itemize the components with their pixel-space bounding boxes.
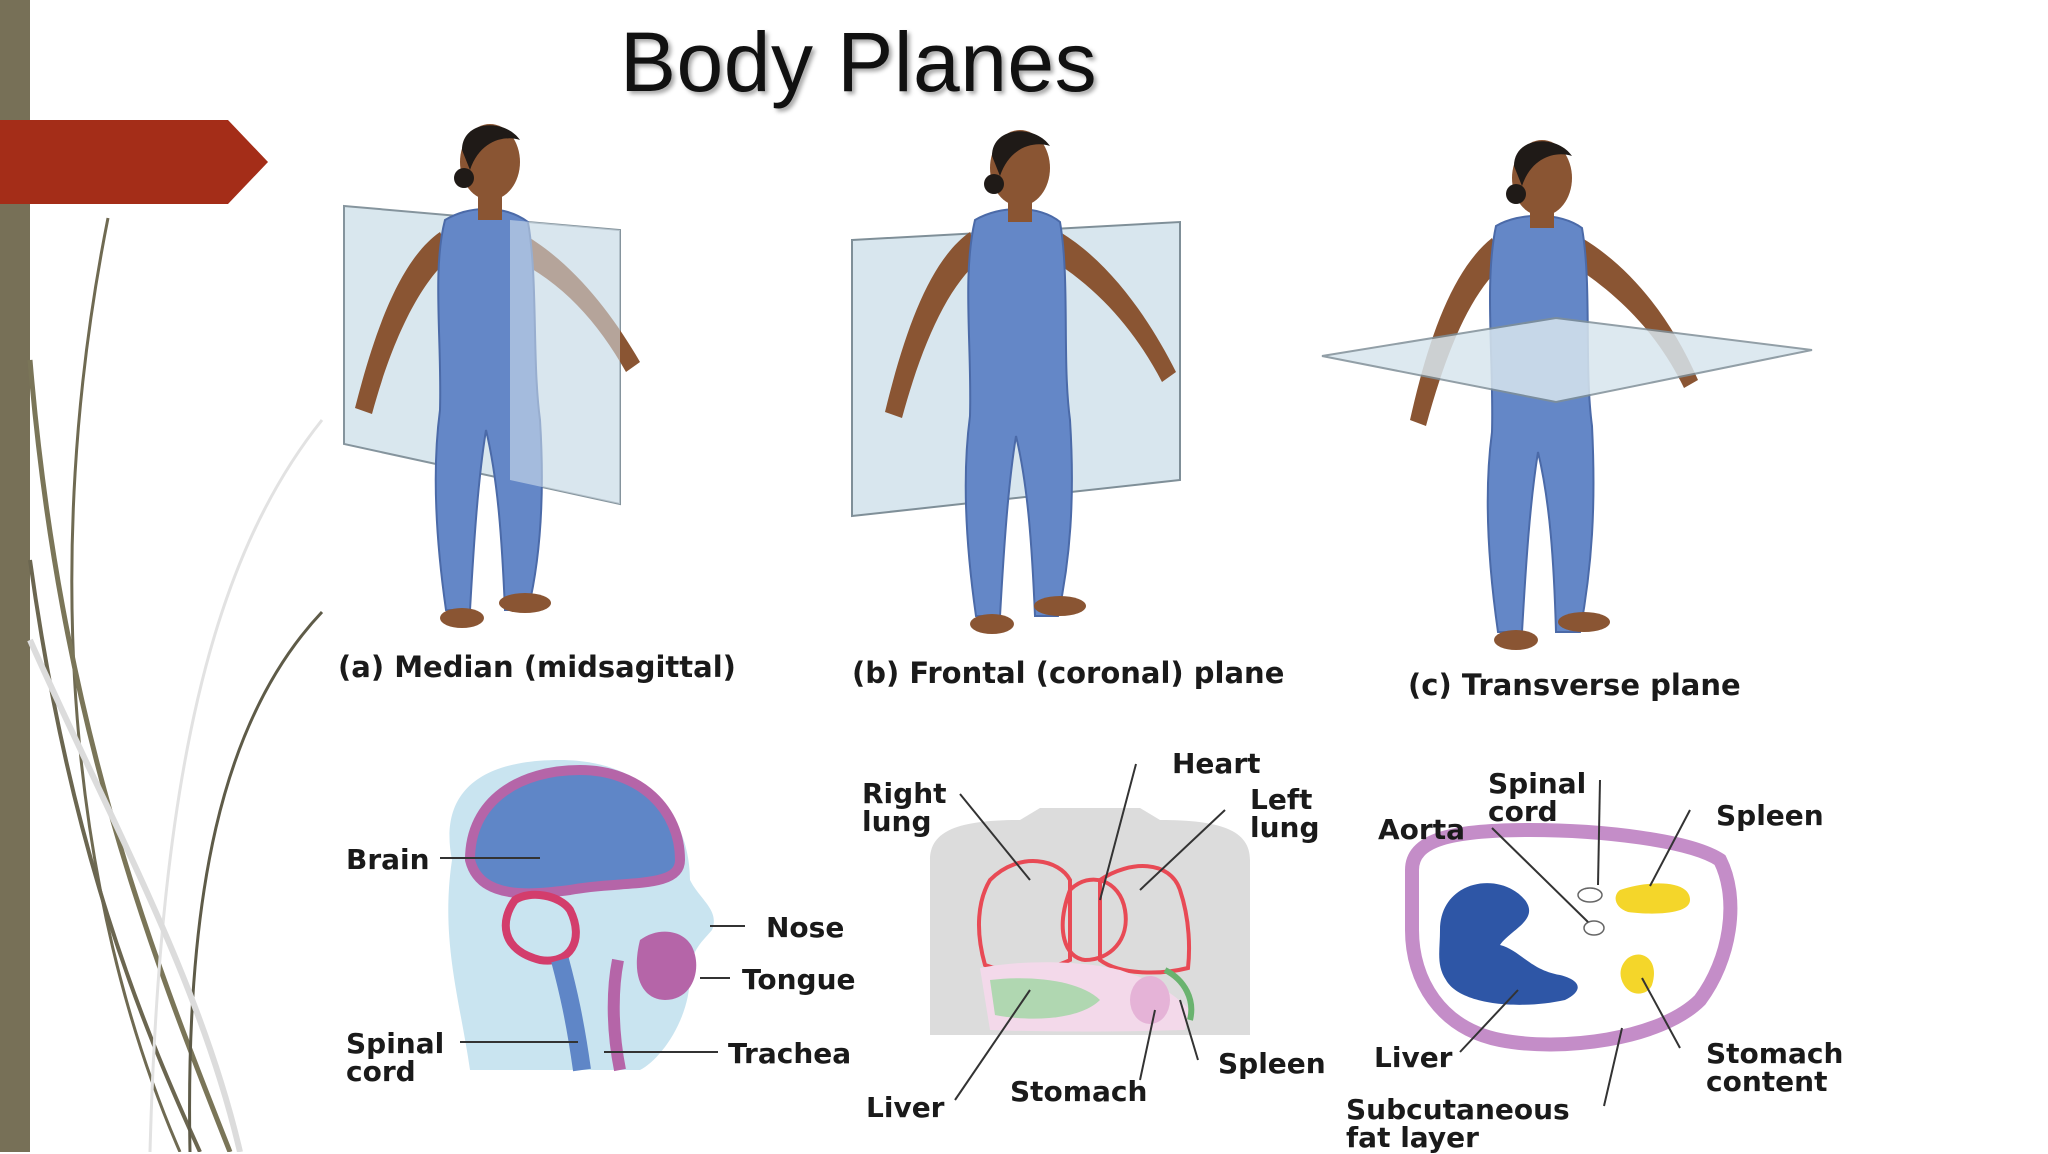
label-nose: Nose <box>766 911 845 944</box>
caption-median-text: Median (midsagittal) <box>394 650 736 684</box>
label-trachea: Trachea <box>728 1037 852 1070</box>
label-stomach-content: Stomach content <box>1706 1037 1844 1098</box>
caption-frontal: (b) Frontal (coronal) plane <box>852 656 1284 690</box>
label-right-lung: Right lung <box>862 777 947 838</box>
figure-median-plane <box>343 124 640 628</box>
label-subcutaneous-fat: Subcutaneous fat layer <box>1346 1093 1570 1154</box>
caption-transverse-prefix: (c) <box>1408 668 1452 702</box>
sagittal-head-section <box>440 760 745 1072</box>
label-liver-transverse: Liver <box>1374 1041 1453 1074</box>
caption-median: (a) Median (midsagittal) <box>338 650 736 684</box>
decorative-swoosh-lines <box>27 217 324 1152</box>
caption-transverse: (c) Transverse plane <box>1408 668 1741 702</box>
arrow-accent <box>0 120 268 204</box>
caption-frontal-text: Frontal (coronal) plane <box>909 656 1285 690</box>
caption-median-prefix: (a) <box>338 650 385 684</box>
label-tongue: Tongue <box>742 963 856 996</box>
caption-transverse-text: Transverse plane <box>1461 668 1741 702</box>
frontal-torso-section <box>930 763 1250 1101</box>
label-spinal-cord-sagittal: Spinal cord <box>346 1027 445 1088</box>
figure-transverse-plane <box>1321 140 1813 650</box>
label-brain: Brain <box>346 843 430 876</box>
label-left-lung: Left lung <box>1250 783 1320 844</box>
label-spleen-transverse: Spleen <box>1716 799 1824 832</box>
figure-frontal-plane <box>851 130 1181 634</box>
label-spinal-cord-transverse: Spinal cord <box>1488 767 1587 828</box>
slide-title: Body Planes <box>620 15 1098 109</box>
label-stomach: Stomach <box>1010 1075 1148 1108</box>
label-heart: Heart <box>1172 747 1261 780</box>
label-spleen-frontal: Spleen <box>1218 1047 1326 1080</box>
label-aorta: Aorta <box>1378 813 1465 846</box>
caption-frontal-prefix: (b) <box>852 656 900 690</box>
label-liver-frontal: Liver <box>866 1091 945 1124</box>
transverse-section <box>1405 779 1738 1107</box>
